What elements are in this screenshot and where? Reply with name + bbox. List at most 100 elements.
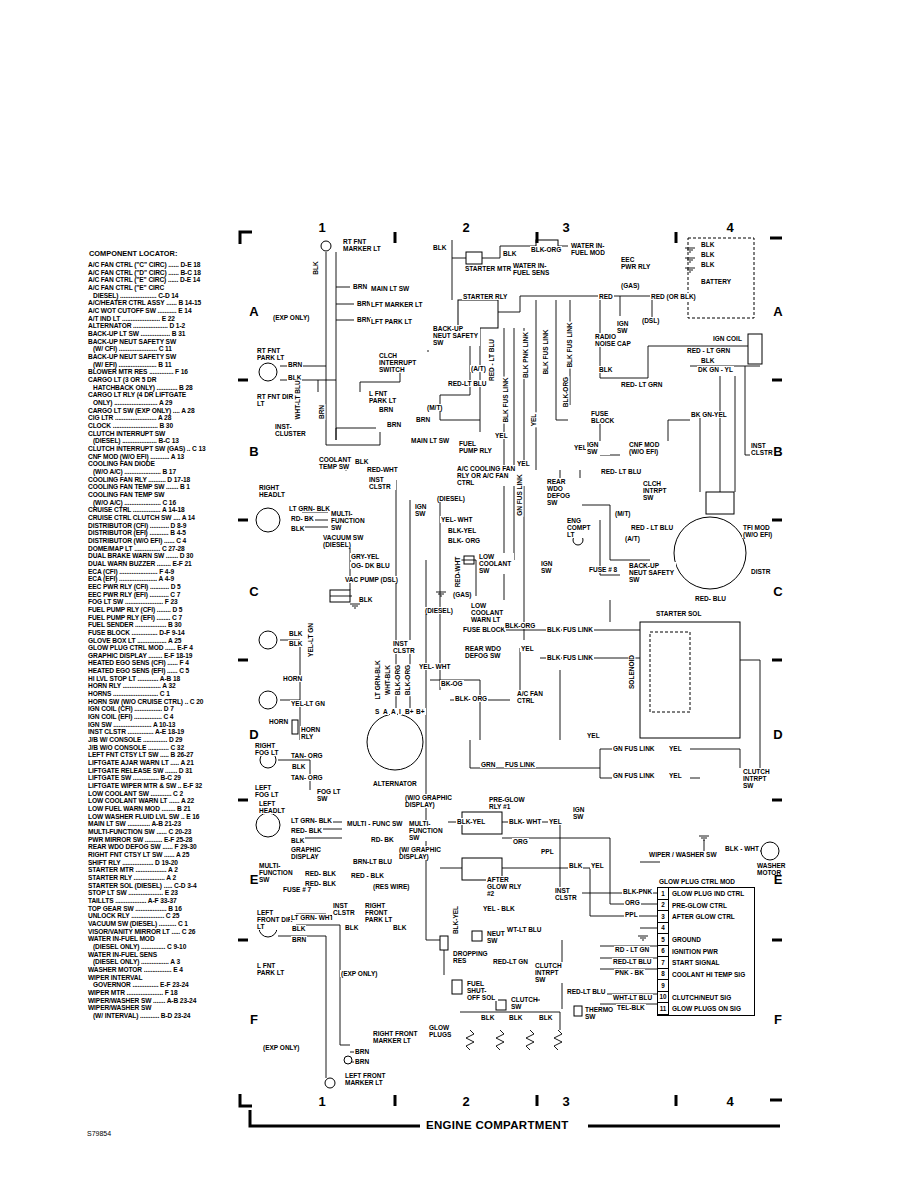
locator-entry: CLUTCH INTERRUPT SW (GAS) .. C 13 [88,445,206,452]
wire-or-part-label: GN FUS LINK [516,473,523,517]
locator-entry: COOLING FAN RLY .......... D 17-18 [88,476,190,483]
wire-or-part-label: BLK-YEL [456,818,486,825]
grid-frame-mark [772,939,782,942]
wire-or-part-label: BLK FUS LINK [502,376,509,423]
wire-or-part-label: (DSL) [641,317,660,324]
wire-or-part-label: WATER IN-FUEL MOD [570,242,616,256]
wire-or-part-label: (GAS) [620,282,640,289]
wire-or-part-label: LFT MARKER LT [370,301,424,308]
wire [685,248,695,252]
wire-or-part-label: RED-WHT [454,556,461,589]
wire-or-part-label: LT GRN-BLK [374,659,381,700]
wire-or-part-label: DK GN - YL [697,366,734,373]
locator-entry: MAIN LT SW ............. A-B 21-23 [88,820,181,827]
wire-or-part-label: RIGHT FRONT PARK LT [364,902,408,923]
locator-entry: GOVERNOR ............... E-F 23-24 [93,981,189,988]
wire-or-part-label: HORN RLY [300,726,326,740]
wire-or-part-label: IGN SW [540,560,564,574]
wire-or-part-label: INST CLSTR [368,476,396,490]
locator-entry: CLOCK .......................... B 30 [88,422,173,429]
wire-or-part-label: LEFT FRONT MARKER LT [344,1072,390,1086]
pin-row: 2PRE-GLOW CTRL [658,900,754,912]
locator-entry: (W/O A/C) ..................... C 16 [93,499,176,506]
wire-or-part-label: RED-WHT [366,466,399,473]
pin-name: IGNITION PWR [669,948,718,955]
wire-or-part-label: LEFT HEADLT [258,800,290,814]
pin-row: 8COOLANT HI TEMP SIG [658,969,754,981]
component-symbol [256,813,280,837]
wire-or-part-label: AFTER GLOW RLY #2 [486,876,530,897]
wire-or-part-label: FUS LINK [562,626,594,633]
wire [336,304,354,305]
pin-row: 6IGNITION PWR [658,946,754,958]
wire-or-part-label: BLK PNK LINK [522,331,529,379]
wire-or-part-label: RED- BLK [290,827,323,834]
locator-entry: J/B W/ CONSOLE .............. D 29 [88,736,182,743]
locator-entry: STOP LT SW .................... E 23 [88,889,178,896]
module-box: GLOW PLUG CTRL MOD1GLOW PLUG IND CTRL2PR… [657,887,755,1016]
wire-or-part-label: IGN COIL [712,335,743,342]
wire-or-part-label: BRN [354,1048,370,1055]
locator-entry: J/B W/O CONSOLE ............ C 32 [88,744,184,751]
wire-or-part-label: BLK [354,458,369,465]
wire-or-part-label: IGN SW [616,320,640,334]
wire-or-part-label: BLK- WHT [508,818,542,825]
locator-entry: VISOR/VANITY MIRROR LT ..... C 26 [88,928,195,935]
wire-or-part-label: (RES WIRE) [372,883,410,890]
wire-or-part-label: IGN SW [586,441,610,455]
wire-or-part-label: INST- CLUSTER [274,423,310,437]
wire-or-part-label: CLUTCH INTRPT SW [742,768,778,789]
wire [735,376,736,492]
wire-or-part-label: (M/T) [426,404,444,411]
wire-or-part-label: BLK [288,640,303,647]
pin-number: 10 [658,992,669,1004]
wire-or-part-label: YEL [548,818,563,825]
wire [452,240,453,300]
locator-entry: HEATED EGO SENS (EFI) ...... C 5 [88,667,189,674]
wire-or-part-label: RT FNT DIR LT [256,393,296,407]
wire [720,376,721,492]
pin-number: 7 [658,957,669,969]
wire-or-part-label: L FNT PARK LT [368,390,404,404]
wire [685,258,695,262]
component-symbol [292,720,298,734]
wire-or-part-label: BK GN-YEL [690,411,728,418]
wire-or-part-label: CLCH INTRPT SW [642,480,676,501]
wire [440,420,480,421]
grid-frame-mark [772,519,782,522]
locator-entry: FUEL SENDER .................. B 30 [88,621,181,628]
locator-entry: HI LVL STOP LT ............ A-B 18 [88,675,180,682]
wire-or-part-label: (DIESEL) [424,607,454,614]
wire-or-part-label: BLK-ORG [404,664,411,696]
wire [476,560,477,596]
grid-reference: C [248,585,259,599]
wire-or-part-label: YEL [494,432,509,439]
locator-entry: COOLING FAN TEMP SW ....... B 1 [88,483,190,490]
pin-name: PRE-GLOW CTRL [669,902,727,909]
pin-number: 6 [658,946,669,958]
pin-name: START SIGNAL [669,959,720,966]
wire-or-part-label: GRY-YEL [350,553,380,560]
wire-or-part-label: HORN [282,675,303,682]
pin-number: 2 [658,900,669,912]
pin-row: 4 [658,923,754,935]
wire-or-part-label: BLK - WHT [724,845,760,852]
locator-entry: (W/ INTERVAL) ........... B-D 23-24 [93,1012,190,1019]
locator-entry: DIESEL) ..................... C-D 14 [93,292,178,299]
pin-number: 1 [658,888,669,900]
wire-or-part-label: PRE-GLOW RLY #1 [488,796,528,810]
wire-or-part-label: BRN [291,936,307,943]
grid-frame-mark [588,1125,780,1128]
wire-or-part-label: WHT-BLK [384,664,391,696]
wire-or-part-label: RED - LT GRN [686,347,731,354]
wire-or-part-label: LEFT FOG LT [254,784,286,798]
locator-entry: BACK-UP NEUT SAFETY SW [88,338,176,345]
wire-or-part-label: BLK [290,525,305,532]
locator-entry: HORNS .......................... C 1 [88,690,170,697]
wire-or-part-label: RED - BLK [350,872,385,879]
wire-or-part-label: RED- BLK [304,870,337,877]
wire [580,470,610,505]
component-symbol [458,300,498,328]
pin-name: CLUTCH/NEUT SIG [669,994,731,1001]
locator-entry: WIPER/WASHER SW [88,1004,151,1011]
